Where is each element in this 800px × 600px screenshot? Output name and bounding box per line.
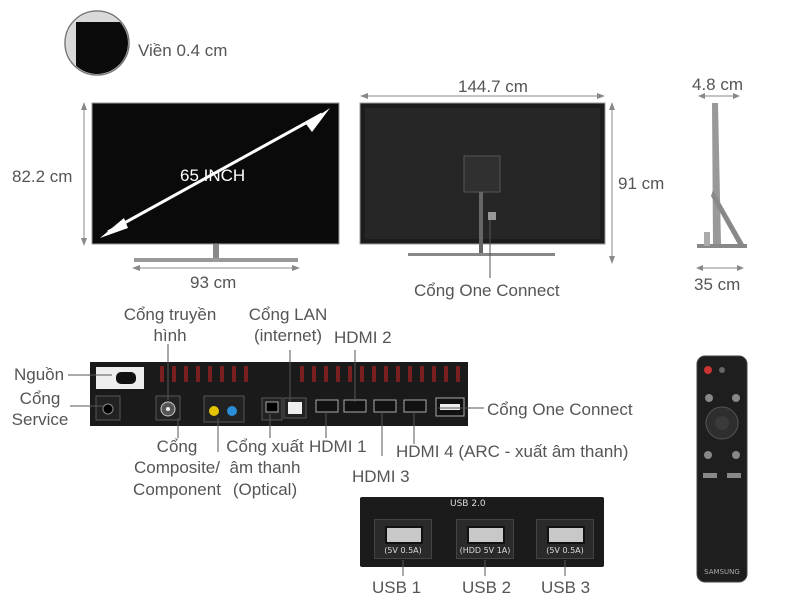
power-label: Nguồn bbox=[14, 365, 65, 384]
remote-illustration bbox=[696, 355, 748, 583]
lan-label-line1: Cổng LAN bbox=[248, 305, 328, 324]
service-label-line2: Service bbox=[11, 410, 69, 430]
hdmi1-label: HDMI 1 bbox=[309, 437, 367, 456]
lan-label: Cổng LAN (internet) bbox=[240, 304, 336, 347]
usb-port-2-spec: (HDD 5V 1A) bbox=[459, 546, 511, 555]
usb-panel: USB 2.0 (5V 0.5A) (HDD 5V 1A) (5V 0.5A) bbox=[360, 497, 604, 567]
hdmi2-label: HDMI 2 bbox=[334, 328, 392, 347]
service-label-line1: Cổng bbox=[19, 389, 61, 408]
usb-port-2: (HDD 5V 1A) bbox=[456, 519, 514, 559]
optical-label-line2: âm thanh bbox=[229, 458, 301, 478]
front-height-label: 82.2 cm bbox=[12, 167, 73, 186]
back-height-label: 91 cm bbox=[618, 174, 665, 193]
connector-panel bbox=[68, 344, 484, 456]
side-depth-label: 4.8 cm bbox=[692, 75, 744, 94]
hdmi3-label: HDMI 3 bbox=[352, 467, 410, 486]
usb-slot-icon bbox=[385, 526, 423, 544]
usb-port-3: (5V 0.5A) bbox=[536, 519, 594, 559]
usb-title: USB 2.0 bbox=[450, 499, 486, 509]
usb2-label: USB 2 bbox=[462, 578, 512, 597]
lan-label-line2: (internet) bbox=[253, 326, 323, 346]
bezel-label: Viền 0.4 cm bbox=[138, 41, 228, 60]
usb-port-1: (5V 0.5A) bbox=[374, 519, 432, 559]
usb-port-3-spec: (5V 0.5A) bbox=[546, 546, 584, 555]
tv-back bbox=[359, 93, 615, 278]
back-connector-label: Cổng One Connect bbox=[414, 281, 560, 300]
usb-port-1-spec: (5V 0.5A) bbox=[384, 546, 422, 555]
usb1-label: USB 1 bbox=[372, 578, 422, 597]
bezel-zoom bbox=[64, 10, 130, 76]
screen-size-label: 65 INCH bbox=[180, 166, 246, 185]
usb3-label: USB 3 bbox=[541, 578, 591, 597]
back-width-label: 144.7 cm bbox=[458, 77, 528, 96]
composite-label-line2: Composite/ bbox=[134, 458, 220, 478]
composite-label-line1: Cổng bbox=[156, 437, 198, 456]
antenna-label: Cổng truyền hình bbox=[118, 304, 222, 347]
optical-label: Cổng xuất âm thanh (Optical) bbox=[222, 436, 308, 500]
tv-side bbox=[696, 93, 747, 271]
one-connect-label: Cổng One Connect bbox=[487, 400, 633, 419]
usb-slot-icon bbox=[547, 526, 585, 544]
usb-slot-icon bbox=[467, 526, 505, 544]
antenna-label-line2: hình bbox=[153, 326, 187, 346]
service-label: Cổng Service bbox=[10, 388, 70, 431]
optical-label-line3: (Optical) bbox=[232, 479, 298, 499]
tv-front bbox=[81, 102, 340, 271]
hdmi4-label: HDMI 4 (ARC - xuất âm thanh) bbox=[396, 442, 629, 461]
remote-brand: SAMSUNG bbox=[704, 568, 740, 576]
stand-width-label: 93 cm bbox=[190, 273, 237, 292]
optical-label-line1: Cổng xuất bbox=[226, 437, 304, 456]
composite-label: Cổng Composite/ Component bbox=[122, 436, 232, 500]
antenna-label-line1: Cổng truyền bbox=[123, 305, 217, 324]
stand-depth-label: 35 cm bbox=[694, 275, 741, 294]
composite-label-line3: Component bbox=[133, 479, 221, 499]
